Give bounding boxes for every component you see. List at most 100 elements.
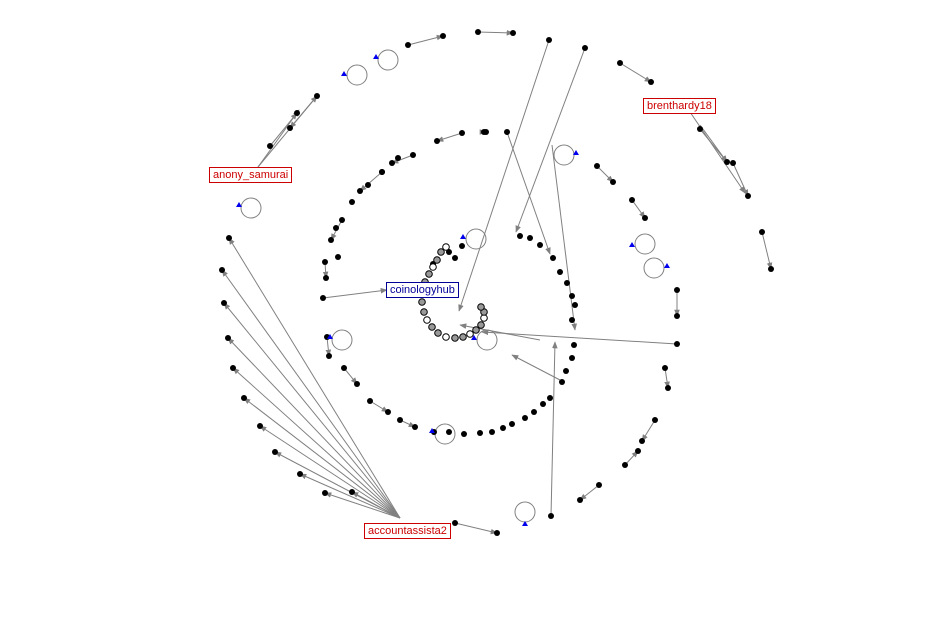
graph-node	[389, 160, 395, 166]
graph-node	[230, 365, 236, 371]
graph-node	[569, 293, 575, 299]
graph-node	[267, 143, 273, 149]
self-loop-marker	[327, 334, 333, 339]
graph-node	[446, 249, 452, 255]
graph-node	[434, 138, 440, 144]
graph-edge	[641, 419, 656, 442]
graph-node	[494, 530, 500, 536]
graph-edge	[699, 124, 728, 163]
graph-node	[500, 425, 506, 431]
graph-node	[504, 129, 510, 135]
graph-node	[328, 237, 334, 243]
node-label-coinologyhub[interactable]: coinologyhub	[386, 282, 459, 298]
graph-node	[320, 295, 326, 301]
core-node	[429, 263, 437, 271]
node-label-anony-samurai[interactable]: anony_samurai	[209, 167, 293, 183]
self-loop	[643, 257, 665, 279]
graph-edge	[343, 367, 358, 385]
core-node	[437, 248, 445, 256]
graph-edge	[257, 109, 300, 168]
self-loop	[346, 64, 368, 86]
node-label-accountassista2[interactable]: accountassista2	[364, 523, 451, 539]
self-loop-marker	[236, 202, 242, 207]
graph-edge	[664, 367, 670, 389]
core-node	[434, 329, 442, 337]
graph-node	[477, 430, 483, 436]
graph-node	[322, 259, 328, 265]
graph-node	[596, 482, 602, 488]
graph-node	[397, 417, 403, 423]
graph-node	[547, 395, 553, 401]
graph-edge	[232, 367, 401, 519]
graph-node	[349, 489, 355, 495]
graph-node	[322, 490, 328, 496]
graph-edge	[221, 269, 401, 519]
graph-node	[635, 448, 641, 454]
graph-node	[540, 401, 546, 407]
graph-node	[335, 254, 341, 260]
core-node	[425, 270, 433, 278]
graph-node	[349, 199, 355, 205]
core-node	[459, 333, 467, 341]
core-node	[477, 303, 485, 311]
self-loop-marker	[573, 150, 579, 155]
graph-node	[326, 353, 332, 359]
graph-edge	[477, 30, 514, 36]
graph-edge	[227, 337, 401, 519]
graph-node	[724, 159, 730, 165]
graph-edge	[511, 354, 561, 381]
graph-node	[489, 429, 495, 435]
graph-edge	[243, 397, 401, 519]
graph-node	[674, 287, 680, 293]
graph-edge	[515, 47, 586, 233]
graph-edge	[624, 450, 639, 466]
graph-node	[662, 365, 668, 371]
core-node	[466, 330, 474, 338]
graph-node	[571, 342, 577, 348]
core-node	[428, 323, 436, 331]
self-loop-marker	[460, 234, 466, 239]
graph-node	[610, 179, 616, 185]
graph-edge	[223, 302, 401, 519]
graph-node	[446, 429, 452, 435]
graph-node	[410, 152, 416, 158]
graph-node	[730, 160, 736, 166]
graph-node	[531, 409, 537, 415]
graph-node	[452, 255, 458, 261]
graph-node	[241, 395, 247, 401]
node-label-brenthardy18[interactable]: brenthardy18	[643, 98, 716, 114]
graph-node	[577, 497, 583, 503]
graph-edge	[299, 473, 401, 519]
core-node	[423, 316, 431, 324]
graph-node	[459, 243, 465, 249]
graph-edge	[458, 39, 550, 312]
graph-edge	[369, 400, 389, 413]
graph-node	[333, 225, 339, 231]
graph-node	[537, 242, 543, 248]
graph-node	[517, 233, 523, 239]
graph-node	[257, 423, 263, 429]
graph-edge	[324, 492, 401, 519]
graph-node	[548, 513, 554, 519]
graph-node	[557, 269, 563, 275]
self-loop	[331, 329, 353, 351]
graph-node	[272, 449, 278, 455]
graph-edge	[596, 165, 614, 183]
graph-node	[367, 398, 373, 404]
graph-node	[483, 129, 489, 135]
graph-node	[564, 280, 570, 286]
graph-node	[642, 215, 648, 221]
graph-edge	[322, 288, 388, 299]
graph-node	[768, 266, 774, 272]
self-loop-marker	[429, 428, 435, 433]
self-loop	[240, 197, 262, 219]
graph-node	[569, 317, 575, 323]
self-loop-marker	[373, 54, 379, 59]
graph-node	[572, 302, 578, 308]
graph-node	[405, 42, 411, 48]
graph-node	[287, 125, 293, 131]
graph-edge	[391, 154, 414, 164]
graph-node	[385, 409, 391, 415]
graph-edge	[619, 62, 652, 83]
